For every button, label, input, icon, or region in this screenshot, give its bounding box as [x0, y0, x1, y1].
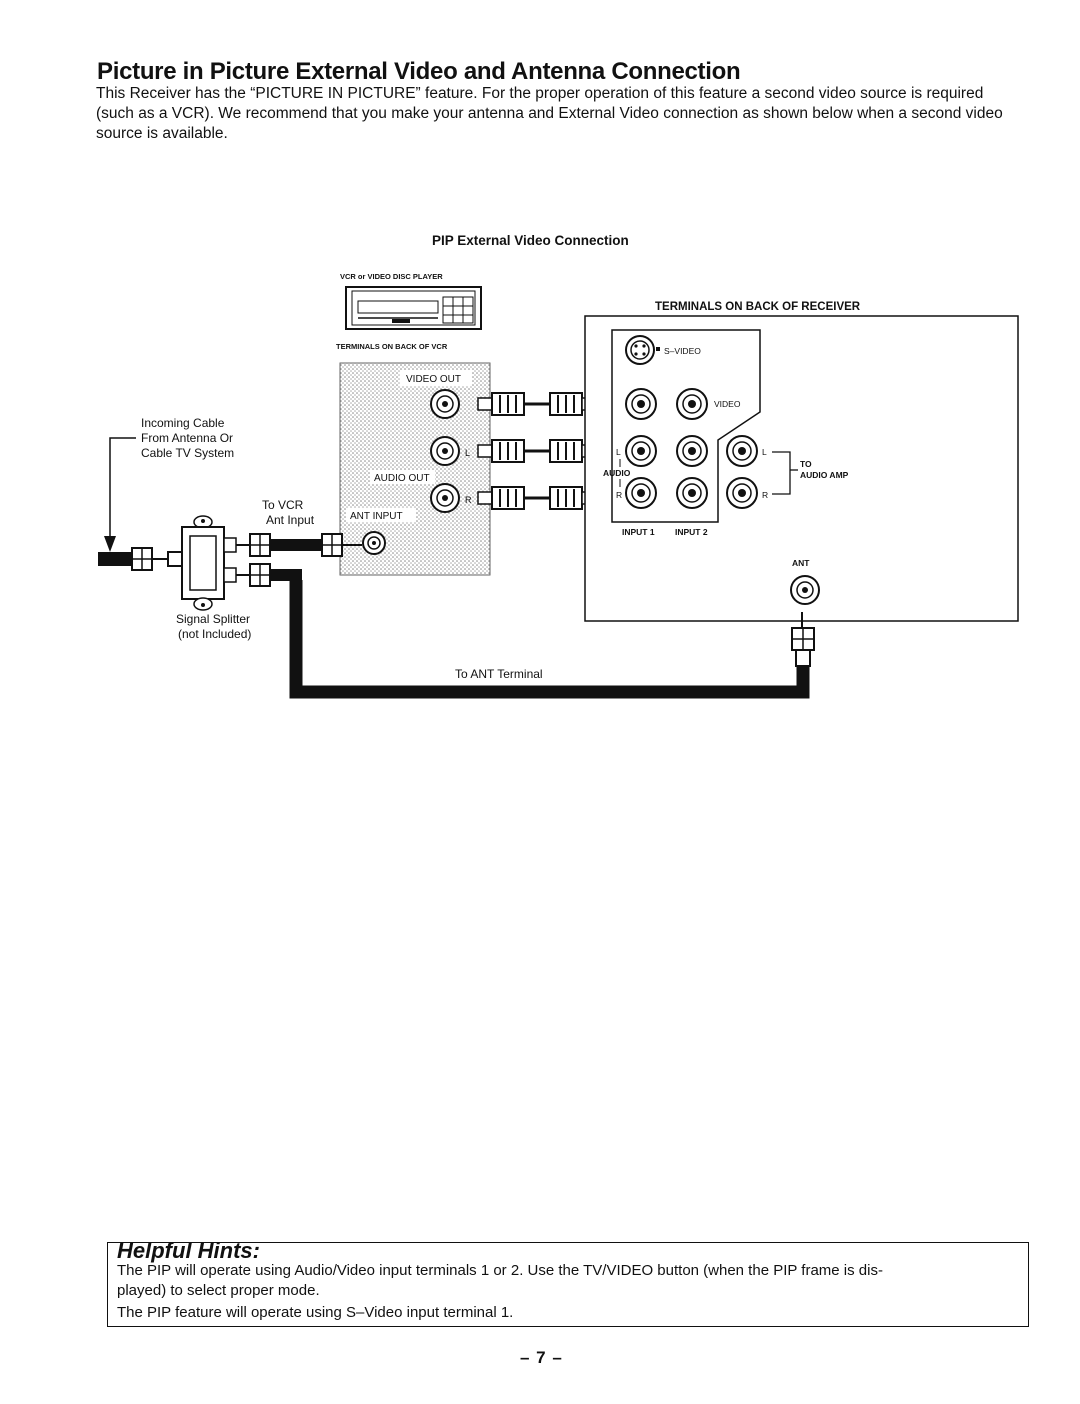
- vcr-back-panel: [339, 362, 491, 576]
- video-out-label: VIDEO OUT: [406, 374, 461, 385]
- input1-audio-l-jack: [625, 435, 657, 467]
- to-vcr-line1: To VCR: [262, 498, 304, 512]
- rca-cable-audio-r: [477, 486, 597, 510]
- diagram-title: PIP External Video Connection: [432, 233, 629, 248]
- vcr-terminals-label: TERMINALS ON BACK OF VCR: [336, 342, 448, 351]
- f-connector-receiver: [791, 612, 815, 667]
- helpful-hints-box: [107, 1242, 1029, 1327]
- input2-audio-l-jack: [676, 435, 708, 467]
- s-video-label: S–VIDEO: [664, 346, 701, 356]
- page-title: Picture in Picture External Video and An…: [97, 58, 741, 85]
- f-connector-incoming: [131, 547, 183, 571]
- vcr-r-label: R: [465, 495, 472, 505]
- audio-label: AUDIO: [603, 468, 631, 478]
- coax-cable-to-receiver: [289, 580, 810, 699]
- audio-out-r-jack: [726, 477, 758, 509]
- vcr-video-out-jack: [430, 389, 460, 419]
- receiver-r-label: R: [616, 490, 622, 500]
- receiver-ant-jack: [790, 575, 820, 605]
- vcr-device-icon: [345, 286, 482, 330]
- to-audio-amp-line2: AUDIO AMP: [800, 470, 849, 480]
- receiver-l-label: L: [616, 447, 621, 457]
- incoming-cable-line3: Cable TV System: [141, 446, 234, 460]
- rca-cable-video: [477, 392, 597, 416]
- hint-line-1: The PIP will operate using Audio/Video i…: [117, 1262, 883, 1279]
- signal-splitter-icon: [181, 515, 237, 611]
- f-connector-vcr-input: [321, 533, 362, 557]
- amp-l-label: L: [762, 447, 767, 457]
- helpful-hints-title: Helpful Hints:: [117, 1238, 260, 1263]
- ant-label: ANT: [792, 558, 810, 568]
- input2-audio-r-jack: [676, 477, 708, 509]
- vcr-ant-input-jack: [362, 531, 386, 555]
- video-label: VIDEO: [714, 399, 741, 409]
- f-connector-splitter-to-receiver: [236, 563, 302, 587]
- signal-splitter-line1: Signal Splitter: [176, 612, 250, 626]
- f-connector-splitter-to-vcr: [236, 533, 271, 557]
- signal-splitter-line2: (not Included): [178, 627, 251, 641]
- hint-line-3: The PIP feature will operate using S–Vid…: [117, 1304, 514, 1321]
- input1-label: INPUT 1: [622, 527, 655, 537]
- audio-out-label: AUDIO OUT: [374, 473, 430, 484]
- audio-out-l-jack: [726, 435, 758, 467]
- hint-line-2: played) to select proper mode.: [117, 1282, 320, 1299]
- input2-video-jack: [676, 388, 708, 420]
- to-ant-terminal-label: To ANT Terminal: [455, 667, 543, 681]
- input2-label: INPUT 2: [675, 527, 708, 537]
- to-audio-amp-line1: TO: [800, 459, 812, 469]
- receiver-back-panel: [584, 315, 1019, 622]
- vcr-audio-l-jack: [430, 436, 460, 466]
- to-vcr-line2: Ant Input: [266, 513, 315, 527]
- rca-cable-audio-l: [477, 439, 597, 463]
- vcr-l-label: L: [465, 448, 470, 458]
- vcr-audio-r-jack: [430, 483, 460, 513]
- vcr-label: VCR or VIDEO DISC PLAYER: [340, 272, 443, 281]
- s-video-jack: [625, 335, 660, 365]
- input-group-outline: [611, 329, 761, 523]
- receiver-terminals-label: TERMINALS ON BACK OF RECEIVER: [655, 301, 861, 313]
- incoming-cable-line2: From Antenna Or: [141, 431, 233, 445]
- ant-input-label: ANT INPUT: [350, 511, 403, 522]
- incoming-cable-end: [98, 552, 132, 566]
- intro-paragraph: This Receiver has the “PICTURE IN PICTUR…: [96, 85, 1003, 142]
- connection-diagram: PIP External Video Connection VCR or VID…: [98, 233, 1019, 699]
- input1-audio-r-jack: [625, 477, 657, 509]
- incoming-cable-line1: Incoming Cable: [141, 416, 225, 430]
- page-number: – 7 –: [520, 1348, 563, 1367]
- amp-r-label: R: [762, 490, 768, 500]
- input1-video-jack: [625, 388, 657, 420]
- coax-cable-to-vcr: [270, 539, 322, 551]
